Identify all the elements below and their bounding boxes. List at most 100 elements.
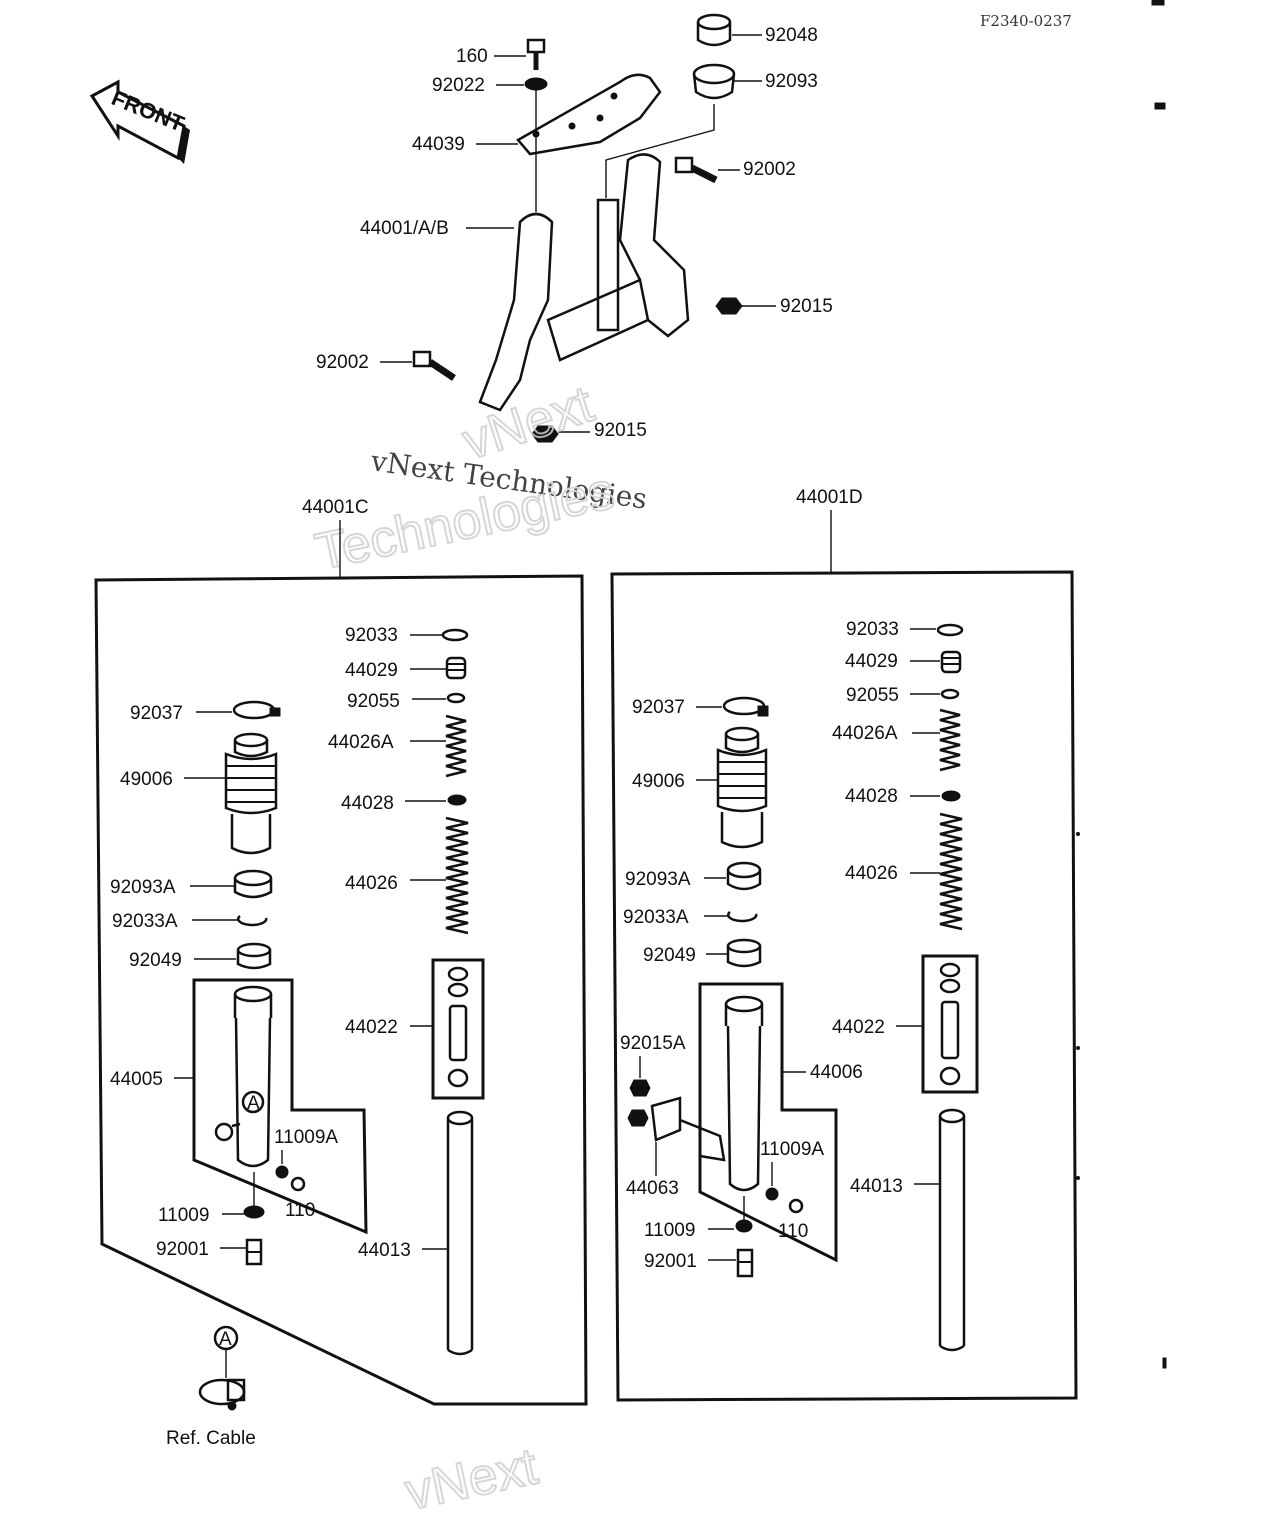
ring-92033-part bbox=[936, 623, 964, 637]
label-160: 160 bbox=[456, 46, 488, 67]
label-left-92001: 92001 bbox=[156, 1239, 209, 1260]
bolt-92001-part bbox=[245, 1238, 263, 1266]
diagram-code: F2340-0237 bbox=[980, 12, 1072, 30]
label-left-92033A: 92033A bbox=[112, 911, 178, 932]
label-right-44029: 44029 bbox=[845, 651, 898, 672]
seat-44028-part bbox=[941, 790, 961, 802]
steering-stem-part bbox=[596, 198, 620, 332]
label-left-92049: 92049 bbox=[129, 950, 182, 971]
label-44001C: 44001C bbox=[302, 497, 369, 518]
spring-44026-part bbox=[445, 816, 469, 935]
ring-92033A-part bbox=[726, 911, 758, 923]
spring-44026A-part bbox=[445, 714, 467, 778]
label-left-44022: 44022 bbox=[345, 1017, 398, 1038]
label-44001: 44001/A/B bbox=[360, 218, 449, 239]
label-left-92055: 92055 bbox=[347, 691, 400, 712]
label-left-92037: 92037 bbox=[130, 703, 183, 724]
watermark-line2: vNext bbox=[456, 375, 601, 471]
label-right-92015A: 92015A bbox=[620, 1033, 686, 1054]
label-right-44006: 44006 bbox=[810, 1062, 863, 1083]
bush-92049-part bbox=[236, 942, 272, 970]
marker-a-ref bbox=[213, 1325, 239, 1351]
edge-mark bbox=[1151, 0, 1165, 6]
label-92048: 92048 bbox=[765, 25, 818, 46]
watermark: vNext Technologies vNext Technologies vN… bbox=[309, 374, 649, 1523]
oring-92055-part bbox=[446, 692, 466, 704]
cable-clip-icon bbox=[198, 1378, 246, 1411]
screw-110-part bbox=[788, 1198, 804, 1214]
label-right-92033A: 92033A bbox=[623, 907, 689, 928]
label-right-44063: 44063 bbox=[626, 1178, 679, 1199]
label-92022: 92022 bbox=[432, 75, 485, 96]
clamp-92037-part bbox=[722, 696, 769, 717]
reference-caption: Ref. Cable bbox=[166, 1428, 256, 1449]
plug-44029-part bbox=[940, 650, 962, 674]
ring-92033A-part bbox=[236, 915, 268, 927]
label-92002-top: 92002 bbox=[743, 159, 796, 180]
bolt-92001-part bbox=[736, 1248, 754, 1278]
label-92015-bottom: 92015 bbox=[594, 420, 647, 441]
gasket-11009A-part bbox=[765, 1187, 779, 1201]
label-right-11009A: 11009A bbox=[760, 1139, 824, 1160]
label-left-110: 110 bbox=[285, 1200, 315, 1221]
label-92002-left: 92002 bbox=[316, 352, 369, 373]
svg-text:A: A bbox=[247, 1093, 260, 1114]
label-right-92037: 92037 bbox=[632, 697, 685, 718]
nut-92015-right-part bbox=[715, 297, 743, 315]
seal-92093-part bbox=[692, 63, 736, 100]
label-left-44028: 44028 bbox=[341, 793, 394, 814]
nut-92015-bottom-part bbox=[531, 425, 559, 443]
label-92015-right: 92015 bbox=[780, 296, 833, 317]
gasket-11009A-part bbox=[275, 1165, 289, 1179]
clamp-92037-part bbox=[232, 700, 281, 720]
seat-44028-part bbox=[447, 794, 467, 806]
spring-44026A-part bbox=[939, 708, 961, 772]
svg-text:A: A bbox=[219, 1329, 232, 1350]
nut-92015A-part bbox=[627, 1109, 649, 1127]
label-right-44028: 44028 bbox=[845, 786, 898, 807]
right-fork-assembly: 44001D bbox=[610, 487, 1078, 1402]
boot-49006-part bbox=[716, 726, 768, 849]
left-fork-assembly: 44001C bbox=[94, 497, 588, 1406]
reference-cable-clip: A Ref. Cable bbox=[166, 1325, 256, 1449]
label-right-92033: 92033 bbox=[846, 619, 899, 640]
label-left-44026: 44026 bbox=[345, 873, 398, 894]
washer-92022-part bbox=[524, 77, 548, 91]
edge-mark bbox=[1162, 1357, 1167, 1369]
bolt-92002-top-part bbox=[674, 156, 718, 184]
screw-110-part bbox=[290, 1176, 306, 1192]
label-left-44013: 44013 bbox=[358, 1240, 411, 1261]
label-right-44013: 44013 bbox=[850, 1176, 903, 1197]
label-left-92033: 92033 bbox=[345, 625, 398, 646]
label-right-92055: 92055 bbox=[846, 685, 899, 706]
label-right-44026: 44026 bbox=[845, 863, 898, 884]
tube-44013-part bbox=[938, 1108, 966, 1352]
label-right-110: 110 bbox=[778, 1221, 808, 1242]
boot-49006-part bbox=[224, 732, 278, 855]
kit-44022-part bbox=[431, 958, 485, 1100]
cap-92048-part bbox=[696, 13, 732, 47]
spring-44026-part bbox=[939, 812, 963, 931]
bolt-92002-left-part bbox=[412, 350, 456, 381]
seal-92093A-part bbox=[233, 869, 273, 899]
label-92093: 92093 bbox=[765, 71, 818, 92]
ring-92033-part bbox=[441, 628, 469, 642]
label-left-11009: 11009 bbox=[158, 1205, 209, 1226]
label-right-49006: 49006 bbox=[632, 771, 685, 792]
bush-92049-part bbox=[726, 938, 762, 968]
nut-92015A-part bbox=[629, 1079, 651, 1097]
kit-44022-part bbox=[921, 954, 979, 1094]
bracket-44001-part bbox=[478, 153, 690, 412]
label-left-49006: 49006 bbox=[120, 769, 173, 790]
top-assembly bbox=[412, 13, 743, 443]
watermark-line4: vNext bbox=[400, 1437, 543, 1521]
plate-44039-part bbox=[516, 73, 662, 156]
label-right-44022: 44022 bbox=[832, 1017, 885, 1038]
label-left-44005: 44005 bbox=[110, 1069, 163, 1090]
gasket-11009-part bbox=[243, 1205, 265, 1219]
label-right-92049: 92049 bbox=[643, 945, 696, 966]
oring-92055-part bbox=[940, 688, 960, 700]
label-right-92001: 92001 bbox=[644, 1251, 697, 1272]
label-right-44026A: 44026A bbox=[832, 723, 898, 744]
